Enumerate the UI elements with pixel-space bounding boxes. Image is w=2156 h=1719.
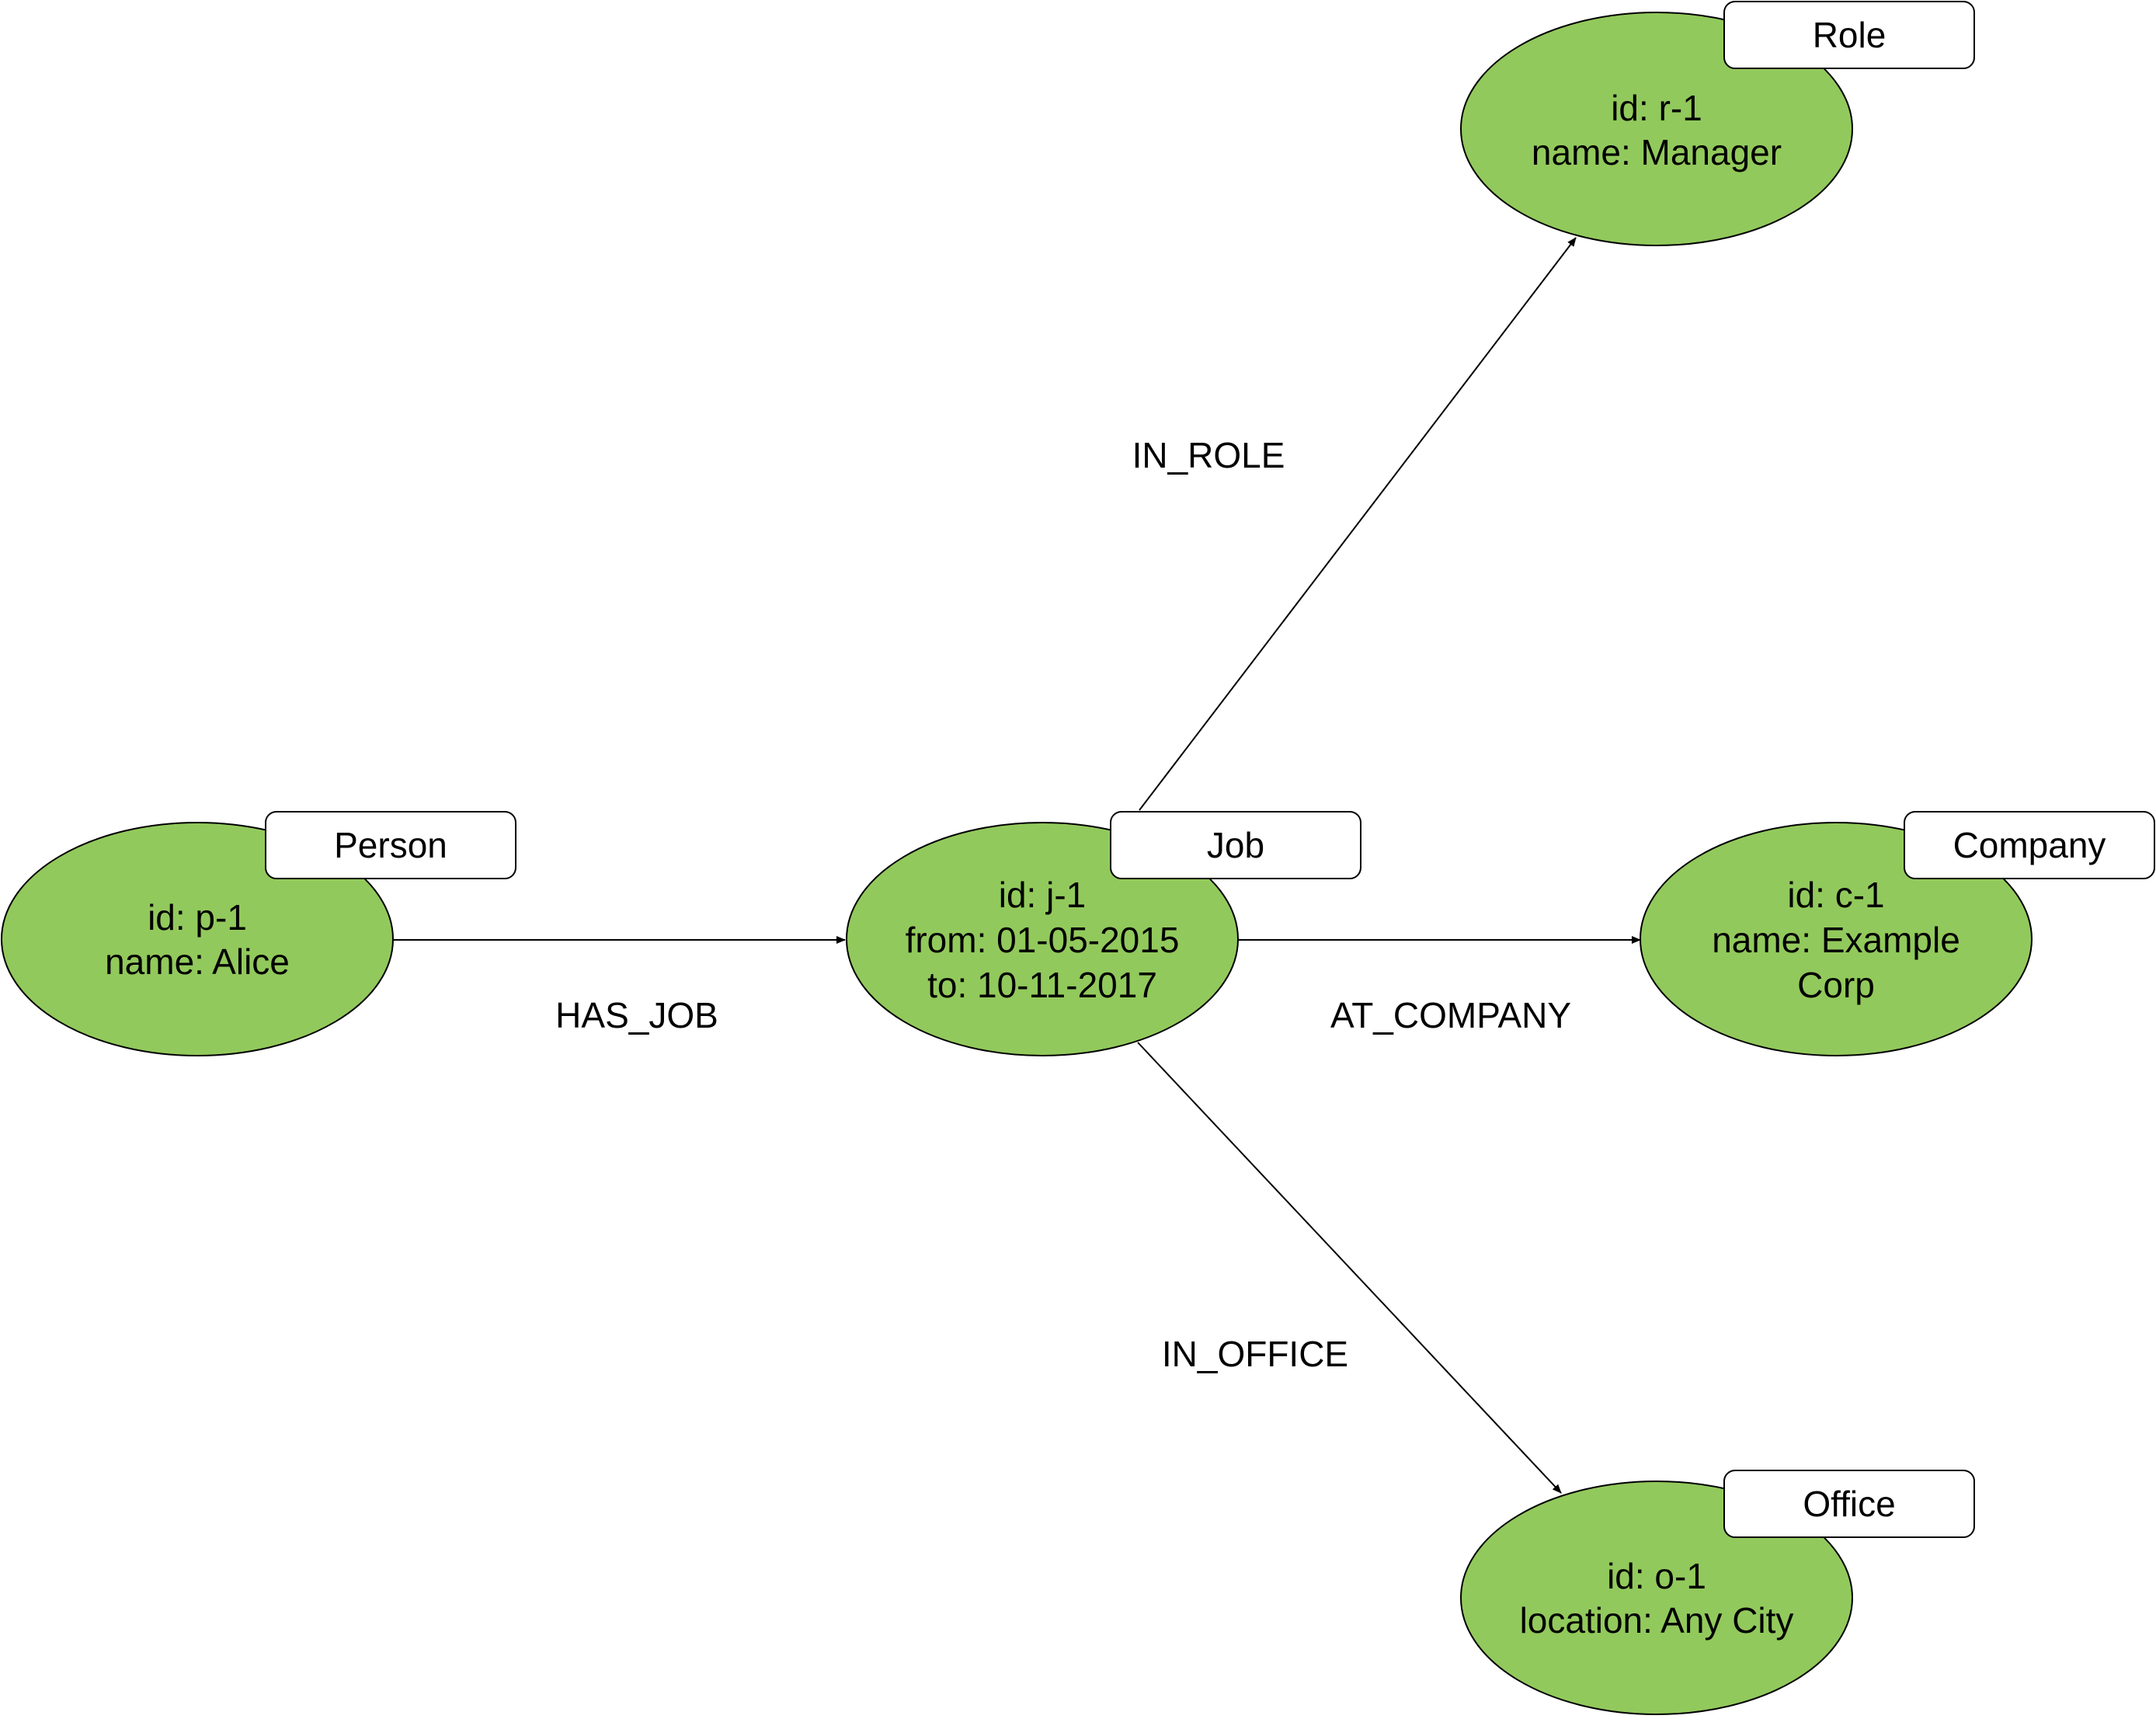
node-company-ellipse (1640, 822, 2033, 1056)
edge-has-job[interactable]: HAS_JOB (393, 936, 846, 1035)
edge-at-company[interactable]: AT_COMPANY (1238, 936, 1641, 1035)
node-company-label: Company (1953, 825, 2106, 865)
node-office-prop-id: id: o-1 (1607, 1556, 1706, 1596)
node-job-prop-from: from: 01-05-2015 (906, 920, 1180, 960)
node-role-label: Role (1813, 15, 1886, 55)
node-job-label-box (1110, 811, 1361, 879)
node-role-prop-name: name: Manager (1532, 132, 1782, 172)
node-person-label-box (265, 811, 516, 879)
edge-in-role-line (1139, 237, 1577, 811)
edge-in-office[interactable]: IN_OFFICE (1137, 1042, 1562, 1494)
edge-label-has-job: HAS_JOB (555, 995, 718, 1035)
edge-label-in-role: IN_ROLE (1132, 435, 1285, 475)
node-company-prop-id: id: c-1 (1787, 875, 1884, 915)
node-company-label-box (1904, 811, 2155, 879)
node-job-prop-to: to: 10-11-2017 (927, 965, 1157, 1005)
node-person-ellipse (1, 822, 394, 1056)
node-job-prop-id: id: j-1 (999, 875, 1086, 915)
node-role[interactable]: id: r-1 name: Manager Role (1460, 1, 1975, 246)
edge-in-office-line (1137, 1042, 1562, 1494)
node-person[interactable]: id: p-1 name: Alice Person (1, 811, 516, 1056)
node-office-label-box (1723, 1470, 1975, 1538)
node-company-prop-name-cont: Corp (1797, 965, 1875, 1005)
node-job-ellipse (846, 822, 1239, 1056)
node-role-ellipse (1460, 12, 1853, 246)
node-office-label: Office (1803, 1484, 1895, 1524)
edge-label-in-office: IN_OFFICE (1162, 1334, 1348, 1374)
edge-in-role[interactable]: IN_ROLE (1132, 237, 1577, 811)
node-company[interactable]: id: c-1 name: Example Corp Company (1640, 811, 2155, 1056)
node-role-prop-id: id: r-1 (1611, 88, 1702, 128)
node-role-label-box (1723, 1, 1975, 69)
edge-label-at-company: AT_COMPANY (1330, 995, 1571, 1035)
node-office-ellipse (1460, 1481, 1853, 1715)
node-person-label: Person (334, 825, 447, 865)
node-job-label: Job (1207, 825, 1264, 865)
node-office-prop-location: location: Any City (1520, 1600, 1794, 1641)
node-company-prop-name: name: Example (1712, 920, 1960, 960)
node-job[interactable]: id: j-1 from: 01-05-2015 to: 10-11-2017 … (846, 811, 1361, 1056)
node-office[interactable]: id: o-1 location: Any City Office (1460, 1470, 1975, 1715)
node-person-prop-name: name: Alice (105, 941, 290, 982)
node-person-prop-id: id: p-1 (148, 897, 247, 938)
